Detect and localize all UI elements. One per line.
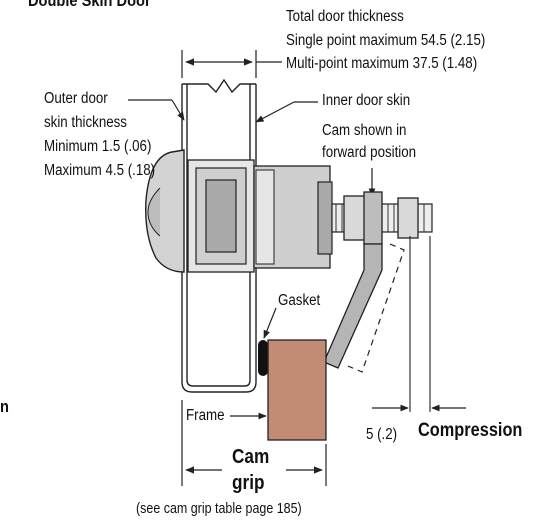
minimum-thickness-label: Minimum 1.5 (.06): [44, 138, 152, 155]
total-thickness-label: Total door thickness: [286, 8, 404, 25]
cam-position-label-line1: Cam shown in: [322, 122, 407, 139]
frame-block: [267, 339, 327, 441]
cam-position-label-line2: forward position: [322, 144, 417, 161]
door-skins: [181, 78, 257, 393]
gasket: [258, 340, 268, 376]
cropped-edge-text: n: [0, 397, 9, 416]
diagram-title: Double Skin Door: [28, 0, 151, 10]
total-thickness-dimension: [181, 50, 282, 78]
cam-grip-dimension: [181, 400, 327, 486]
gasket-label: Gasket: [278, 292, 321, 309]
cam-grip-label-line1: Cam: [232, 446, 270, 468]
maximum-thickness-label: Maximum 4.5 (.18): [44, 162, 156, 179]
handle-bezel: [145, 149, 185, 273]
outer-skin-label-line1: Outer door: [44, 90, 108, 107]
cam-grip-label-line2: grip: [232, 472, 265, 494]
leader-lines: [128, 99, 376, 420]
frame-label: Frame: [186, 407, 225, 424]
inner-skin-label: Inner door skin: [322, 92, 411, 109]
multi-point-label: Multi-point maximum 37.5 (1.48): [286, 55, 478, 72]
cam-grip-note: (see cam grip table page 185): [136, 501, 302, 517]
compression-label: Compression: [418, 420, 523, 441]
outer-skin-label-line2: skin thickness: [44, 114, 127, 131]
single-point-label: Single point maximum 54.5 (2.15): [286, 32, 486, 49]
lock-body: [187, 159, 333, 273]
compression-value: 5 (.2): [366, 426, 398, 443]
threaded-stud: [331, 191, 433, 245]
cam-arm: [323, 236, 431, 412]
